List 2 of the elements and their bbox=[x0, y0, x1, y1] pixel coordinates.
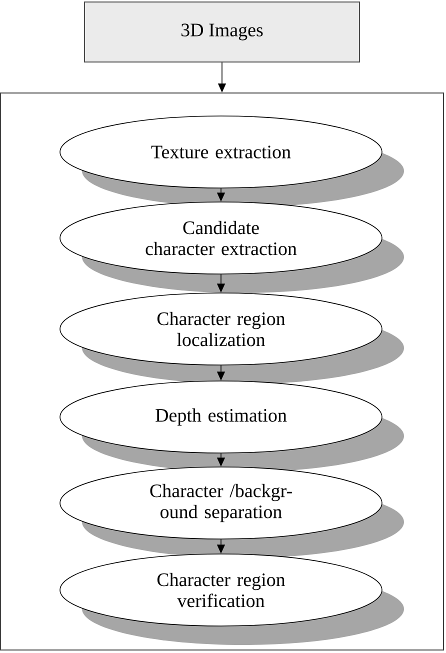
container-box bbox=[0, 92, 444, 650]
input-box: 3D Images bbox=[84, 2, 360, 62]
